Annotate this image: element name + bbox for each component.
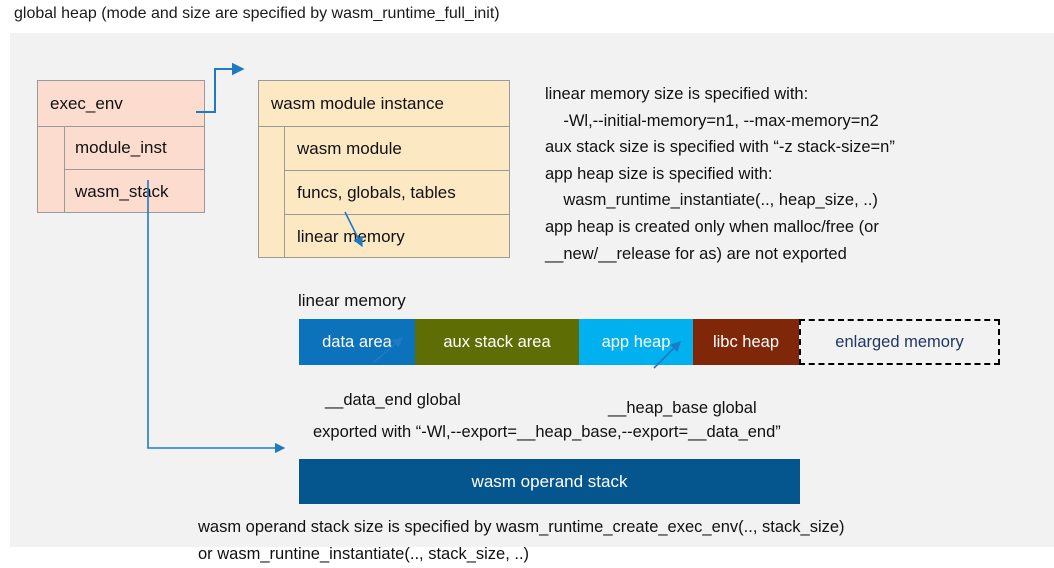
callout-heap-base: __heap_base global xyxy=(608,399,757,417)
page-title: global heap (mode and size are specified… xyxy=(14,5,500,22)
exec-env-header: exec_env xyxy=(38,81,204,127)
wasm-module-instance-field-linear-memory: linear memory xyxy=(297,227,405,246)
exec-env-field-wasm-stack: wasm_stack xyxy=(75,181,169,201)
memory-segment-enlarged-memory: enlarged memory xyxy=(799,319,1000,365)
wasm-module-instance-gutter xyxy=(259,127,285,257)
callout-data-end: __data_end global xyxy=(325,391,461,409)
wasm-module-instance-field-wasm-module: wasm module xyxy=(285,127,509,171)
wasm-operand-stack-bar: wasm operand stack xyxy=(299,459,800,504)
exec-env-field-module-inst: module_inst xyxy=(65,127,205,170)
memory-segment-data-area: data area xyxy=(299,319,415,365)
operand-stack-footnote: wasm operand stack size is specified by … xyxy=(198,518,845,563)
memory-segment-aux-stack-area: aux stack area xyxy=(415,319,579,365)
wasm-module-instance-header: wasm module instance xyxy=(259,81,509,127)
memory-segment-app-heap: app heap xyxy=(579,319,693,365)
diagram-root: global heap (mode and size are specified… xyxy=(10,5,1054,563)
memory-segment-libc-heap: libc heap xyxy=(693,319,799,365)
diagram-panel: exec_env module_inst wasm_stack wasm mod… xyxy=(10,33,1054,563)
wasm-module-instance-box: wasm module instance wasm module funcs, … xyxy=(258,80,510,258)
callout-exported-with: exported with “-Wl,--export=__heap_base,… xyxy=(313,423,781,441)
exec-env-gutter xyxy=(38,127,65,213)
memory-sizing-notes: linear memory size is specified with: -W… xyxy=(545,85,895,263)
exec-env-box: exec_env module_inst wasm_stack xyxy=(37,80,205,213)
linear-memory-label: linear memory xyxy=(298,291,406,310)
wasm-module-instance-field-funcs-globals-tables: funcs, globals, tables xyxy=(285,171,509,215)
